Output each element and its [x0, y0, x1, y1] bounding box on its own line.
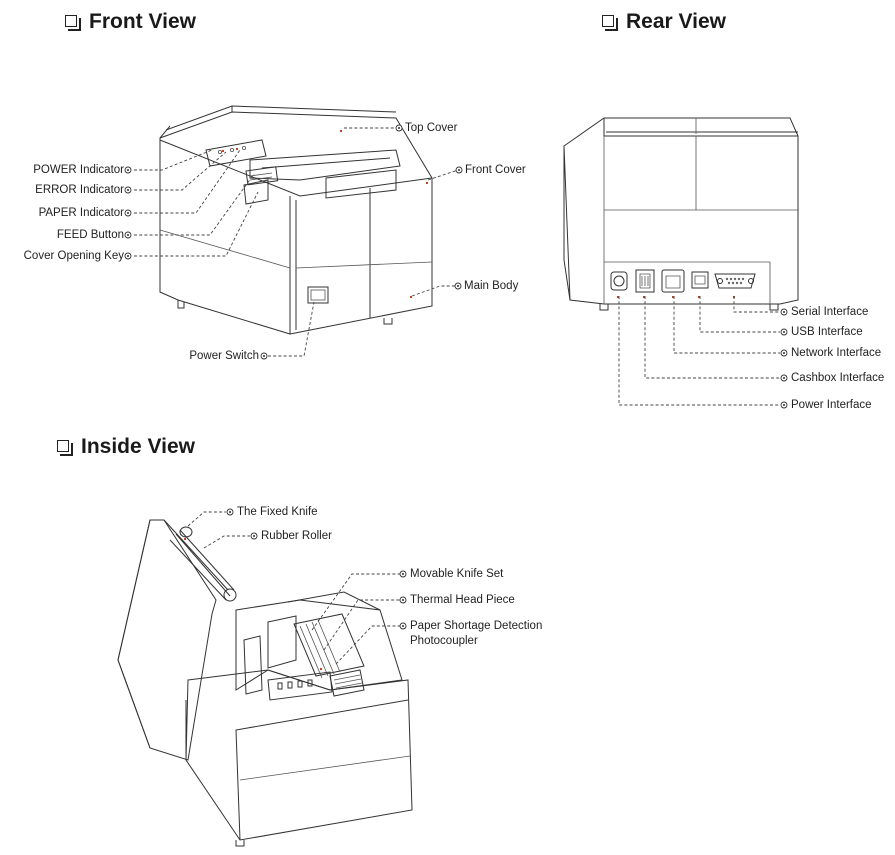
cover-opening-key-label: Cover Opening Key	[23, 250, 124, 262]
rear-leader-lines	[618, 296, 788, 409]
rear-view-title: Rear View	[626, 10, 727, 33]
front-cover-label: Front Cover	[465, 164, 526, 176]
main-body-label: Main Body	[464, 280, 519, 292]
power-switch-label: Power Switch	[189, 350, 259, 362]
serial-interface-label: Serial Interface	[791, 306, 869, 318]
checkbox-icon	[65, 15, 81, 31]
movable-knife-set-label: Movable Knife Set	[410, 568, 504, 580]
network-interface-label: Network Interface	[791, 347, 882, 359]
power-interface-label: Power Interface	[791, 399, 872, 411]
feed-button-label: FEED Button	[56, 229, 124, 241]
inside-view-title: Inside View	[81, 435, 195, 458]
front-view-heading: Front View	[65, 10, 196, 34]
inside-view-heading: Inside View	[57, 435, 195, 459]
front-leader-lines	[124, 124, 463, 360]
inside-printer-drawing	[117, 519, 413, 847]
paper-shortage-label-line2: Photocoupler	[410, 635, 478, 647]
checkbox-icon	[57, 440, 73, 456]
top-cover-label: Top Cover	[405, 122, 458, 134]
rear-printer-drawing	[563, 117, 799, 311]
paper-indicator-label: PAPER Indicator	[38, 207, 124, 219]
paper-shortage-label-line1: Paper Shortage Detection	[410, 620, 543, 632]
fixed-knife-label: The Fixed Knife	[237, 506, 318, 518]
front-printer-drawing	[159, 105, 433, 335]
rubber-roller-label: Rubber Roller	[261, 530, 332, 542]
power-indicator-label: POWER Indicator	[33, 164, 124, 176]
rear-view-heading: Rear View	[602, 10, 726, 34]
front-view-title: Front View	[89, 10, 196, 33]
error-indicator-label: ERROR Indicator	[35, 184, 124, 196]
usb-interface-label: USB Interface	[791, 326, 863, 338]
checkbox-icon	[602, 15, 618, 31]
thermal-head-piece-label: Thermal Head Piece	[410, 594, 515, 606]
inside-leader-lines	[187, 508, 407, 665]
cashbox-interface-label: Cashbox Interface	[791, 372, 885, 384]
